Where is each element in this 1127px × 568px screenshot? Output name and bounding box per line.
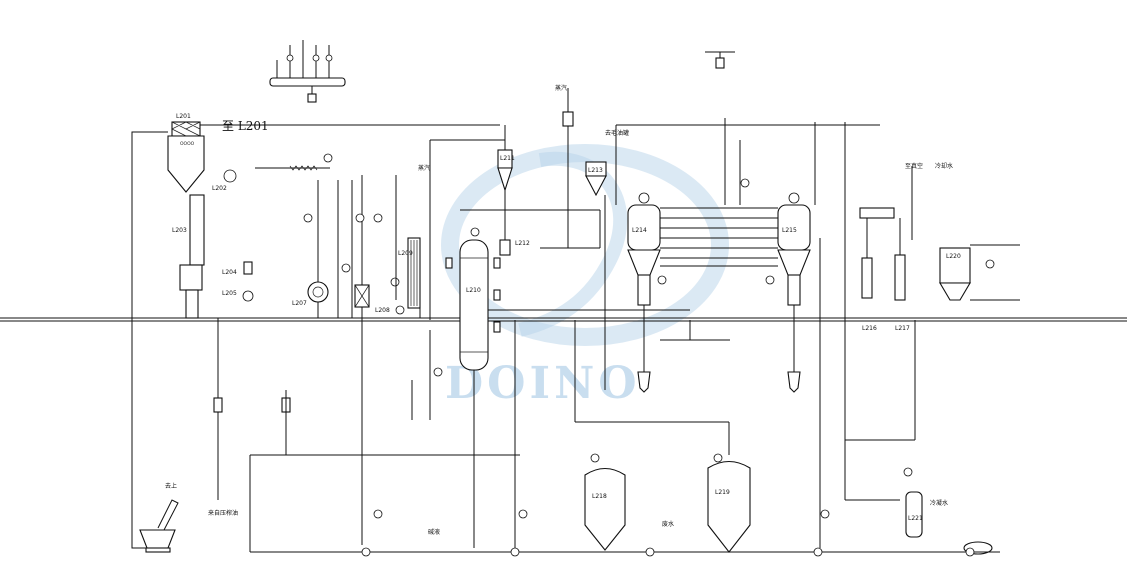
svg-text:L209: L209 [398,250,413,257]
evaporator: L210 [445,239,501,548]
cyclone-column: L203 L204 L205 [172,194,254,319]
svg-text:OOOO: OOOO [180,141,195,147]
svg-text:L220: L220 [946,253,961,260]
separator: 蒸汽 L213 [555,84,607,248]
svg-text:L213: L213 [588,167,603,174]
svg-text:L216: L216 [862,325,877,332]
svg-text:L202: L202 [212,185,227,192]
return-line [131,131,168,549]
svg-text:蒸汽: 蒸汽 [418,164,430,172]
svg-text:L221: L221 [908,515,923,522]
svg-text:L203: L203 [172,227,187,234]
svg-text:L211: L211 [500,155,515,162]
bottom-header [249,238,1000,557]
steam-manifold [269,40,346,103]
svg-text:L219: L219 [715,489,730,496]
svg-text:L208: L208 [375,307,390,314]
svg-text:L205: L205 [222,290,237,297]
ejectors: L216 L217 至真空 冷却水 [859,162,953,332]
pressure-gauges [303,178,830,519]
pipe-bundle [615,118,880,500]
svg-text:冷凝水: 冷凝水 [930,499,948,507]
fan: L202 [212,169,237,192]
svg-text:蒸汽: 蒸汽 [555,84,567,92]
svg-text:去毛油罐: 去毛油罐 [605,129,629,137]
receiver-hopper: L220 [939,244,1020,301]
vacuum-tank-a: L214 [627,192,661,393]
svg-text:来自压榨油: 来自压榨油 [208,509,238,517]
svg-text:L201: L201 [176,113,191,120]
steam-heater-line [255,153,333,171]
storage-tank-b: L219 [575,421,751,553]
storage-tank-a: L218 [584,453,626,551]
svg-text:L217: L217 [895,325,910,332]
filter: L208 [354,175,390,545]
svg-text:L207: L207 [292,300,307,307]
svg-text:废水: 废水 [662,520,674,528]
feed-hopper: 去上 [139,482,179,553]
heater: L207 [292,180,329,318]
svg-text:碱液: 碱液 [428,528,440,536]
vacuum-tank-b: L215 [777,192,811,393]
svg-text:L215: L215 [782,227,797,234]
bag-filter: OOOO L201 [167,113,205,193]
vent-fitting [705,51,735,69]
svg-text:L204: L204 [222,269,237,276]
crude-oil-line: 来自压榨油 [208,318,291,517]
heat-exchanger: L209 [398,237,421,309]
condenser-a: L211 L212 [497,125,530,256]
to-l201-label: 至 L201 [222,119,269,133]
svg-text:L210: L210 [466,287,481,294]
svg-text:L212: L212 [515,240,530,247]
svg-text:L218: L218 [592,493,607,500]
svg-text:L214: L214 [632,227,647,234]
misc-piping [337,139,916,501]
small-receiver: L221 [903,467,993,555]
svg-text:冷却水: 冷却水 [935,162,953,170]
svg-text:去上: 去上 [165,482,177,490]
svg-text:至真空: 至真空 [905,162,923,170]
